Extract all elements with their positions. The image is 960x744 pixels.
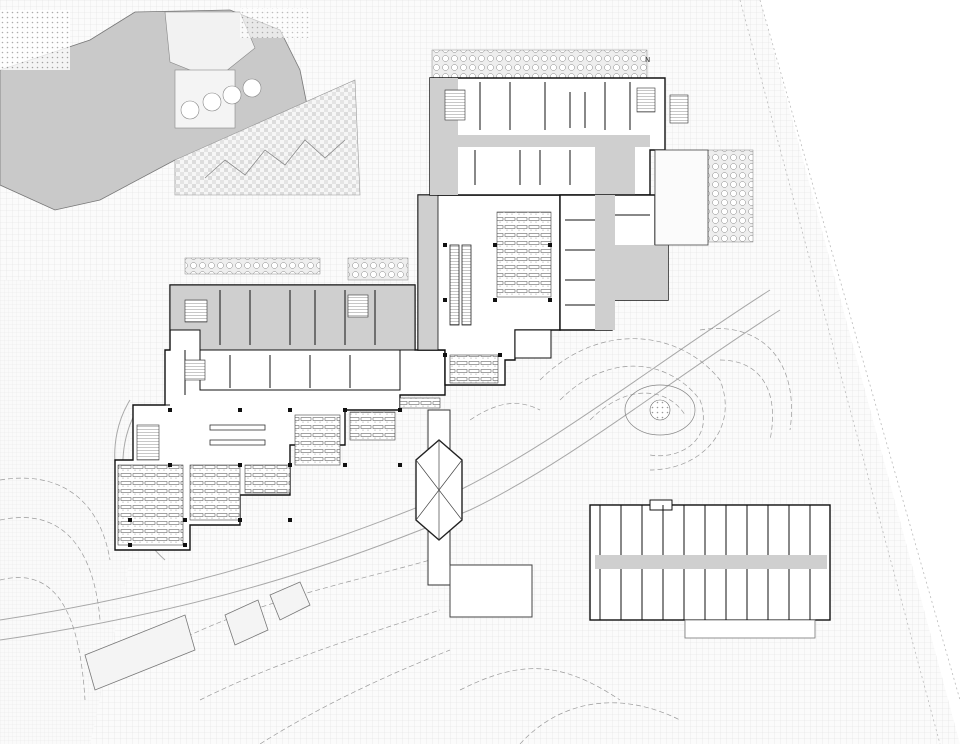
structural-column: [498, 353, 502, 357]
structural-column: [238, 463, 242, 467]
structural-column: [288, 408, 292, 412]
site-structures: [84, 581, 311, 691]
dorm-room-partitions: [599, 505, 811, 620]
north-marker: N: [645, 56, 650, 64]
structural-column: [128, 543, 132, 547]
main-building: [114, 77, 709, 551]
bench-rows: [209, 424, 266, 446]
structural-column: [168, 463, 172, 467]
structural-column: [443, 353, 447, 357]
structural-column: [548, 298, 552, 302]
desk-grid-icon: [117, 211, 552, 546]
structural-column: [443, 298, 447, 302]
structural-column: [183, 543, 187, 547]
structural-column: [343, 463, 347, 467]
structural-column: [238, 518, 242, 522]
pedestrian-bridge: [415, 409, 463, 586]
landscape-feature: [624, 384, 696, 436]
structural-column: [548, 243, 552, 247]
tree-icon: [180, 78, 262, 120]
structural-column: [493, 243, 497, 247]
column-icon: [128, 243, 552, 547]
structural-column: [288, 518, 292, 522]
kiosk-block: [449, 564, 533, 618]
structural-column: [288, 463, 292, 467]
site-contours: [0, 328, 792, 744]
structural-column: [493, 298, 497, 302]
structural-column: [398, 408, 402, 412]
road-edge-lines: [739, 0, 960, 744]
structural-column: [183, 518, 187, 522]
structural-column: [443, 243, 447, 247]
planting-strips: [184, 49, 754, 281]
neighbor-building: [0, 8, 311, 211]
structural-column: [343, 408, 347, 412]
structural-column: [168, 408, 172, 412]
structural-column: [398, 463, 402, 467]
stair-icon: [136, 87, 689, 461]
escalator-icon: [449, 244, 472, 326]
pixel-pattern-courtyard: [174, 79, 361, 196]
structural-column: [238, 408, 242, 412]
structural-column: [128, 518, 132, 522]
dormitory-building: [589, 499, 831, 639]
